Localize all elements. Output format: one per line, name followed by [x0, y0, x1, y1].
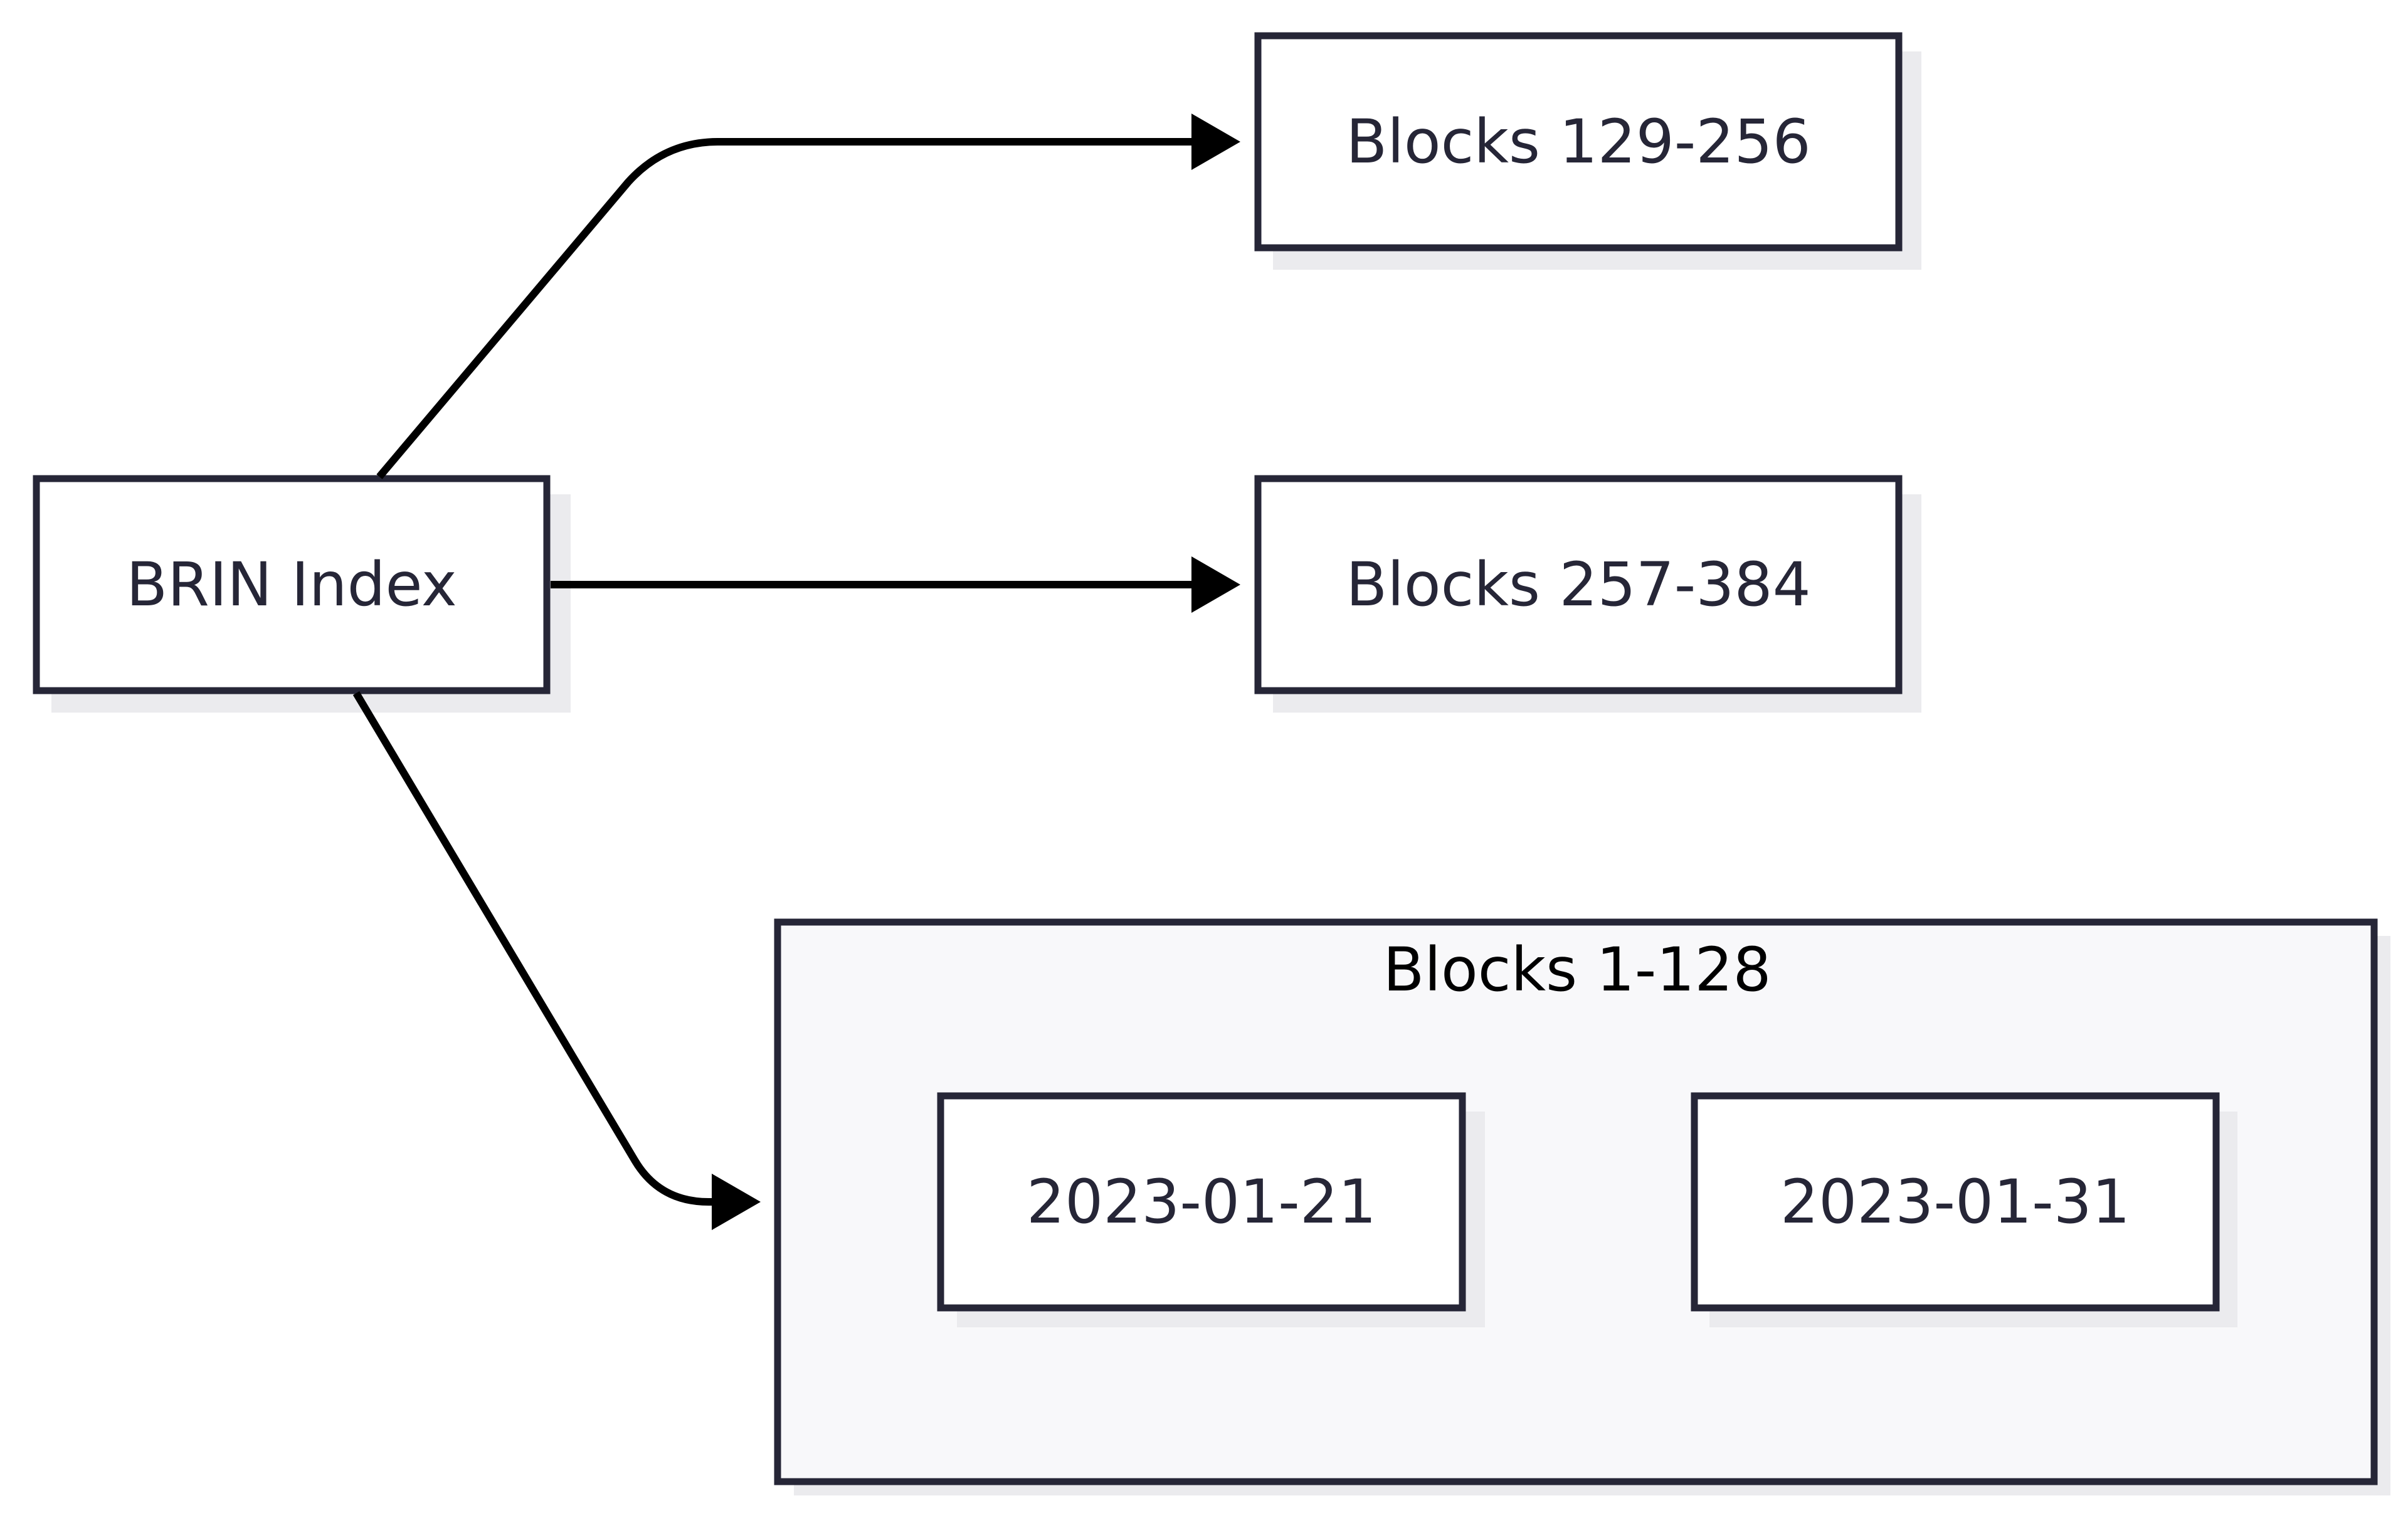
edge-brin-to-blocks-1-128 [352, 691, 761, 1230]
group-blocks-1-128: Blocks 1-128 2023-01-21 2023-01-31 [774, 918, 2390, 1495]
arrowhead-icon [1191, 556, 1240, 613]
edge-line [376, 138, 1198, 479]
node-label: 2023-01-31 [1780, 1167, 2130, 1237]
node-blocks-129-256: Blocks 129-256 [1254, 32, 1921, 270]
group-label: Blocks 1-128 [1383, 935, 1771, 1005]
edge-brin-to-blocks-257-384 [551, 556, 1240, 613]
node-box [33, 475, 551, 694]
node-label: Blocks 257-384 [1346, 549, 1810, 620]
node-label: BRIN Index [126, 549, 457, 620]
node-brin-index: BRIN Index [33, 475, 571, 713]
node-2023-01-21: 2023-01-21 [937, 1092, 1485, 1327]
node-label: Blocks 129-256 [1346, 107, 1810, 177]
node-label: 2023-01-21 [1027, 1167, 1376, 1237]
node-box [1691, 1092, 2220, 1312]
node-box [937, 1092, 1466, 1312]
edge-line [352, 691, 718, 1206]
node-box [1254, 475, 1903, 694]
node-2023-01-31: 2023-01-31 [1691, 1092, 2237, 1327]
node-blocks-257-384: Blocks 257-384 [1254, 475, 1921, 713]
node-box [1254, 32, 1903, 252]
arrowhead-icon [712, 1174, 761, 1230]
edge-brin-to-blocks-129-256 [376, 114, 1240, 479]
arrowhead-icon [1191, 114, 1240, 170]
